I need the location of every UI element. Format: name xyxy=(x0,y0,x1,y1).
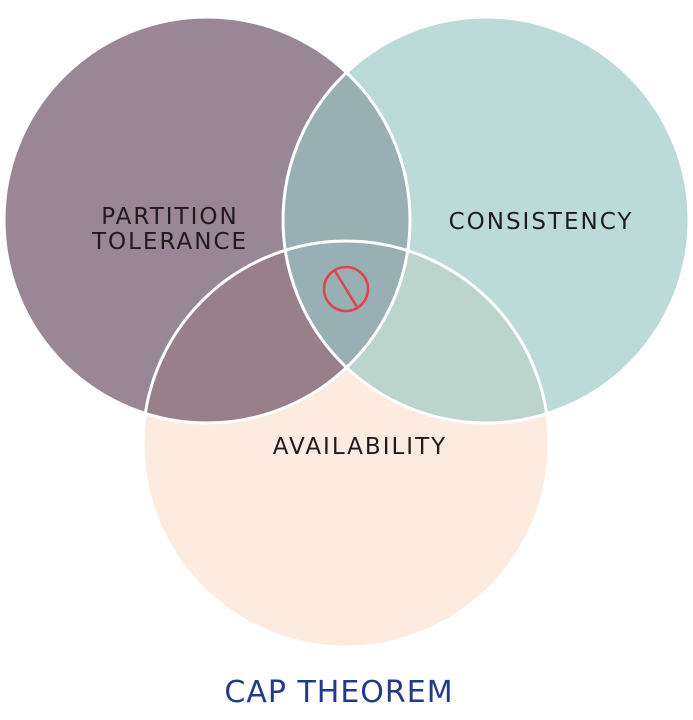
availability-label: AVAILABILITY xyxy=(273,434,447,460)
prohibited-icon xyxy=(322,265,370,313)
diagram-title: CAP THEOREM xyxy=(224,675,453,710)
partition-availability-overlap xyxy=(143,241,410,423)
consistency-availability-overlap xyxy=(283,241,549,423)
partition-tolerance-label-line2: TOLERANCE xyxy=(91,229,248,255)
circle-outlines xyxy=(2,15,691,649)
partition-tolerance-label-line1: PARTITION xyxy=(101,204,238,230)
consistency-label: CONSISTENCY xyxy=(449,209,634,235)
